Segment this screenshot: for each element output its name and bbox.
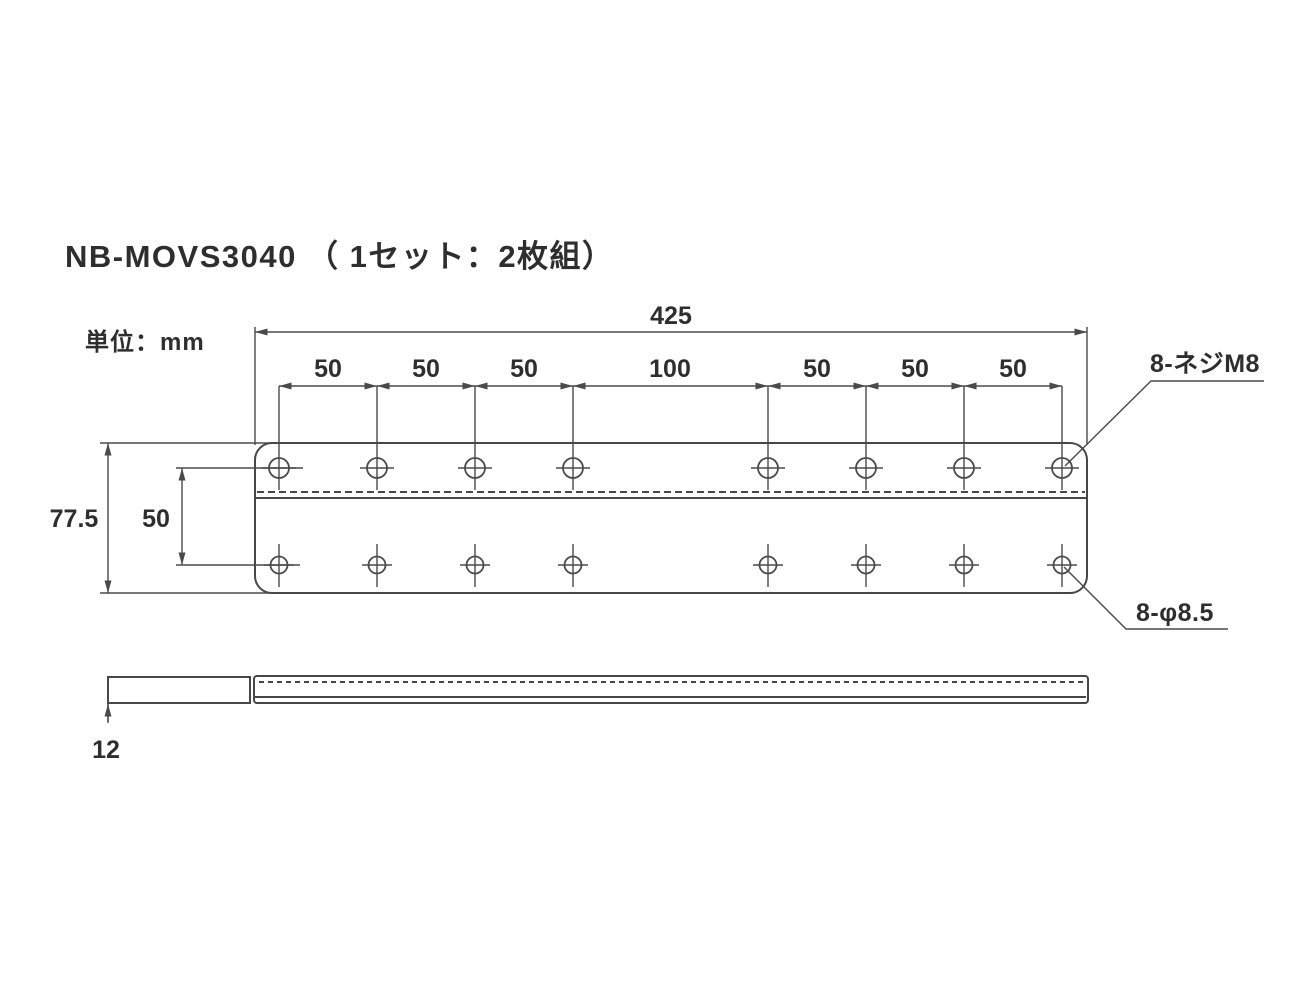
screw-hole-marker (849, 386, 883, 490)
through-hole-marker (1047, 544, 1077, 587)
callout-screw-m8: 8-ネジM8 (1150, 350, 1260, 378)
screw-hole-marker (360, 386, 394, 490)
dim-label-overall-height: 77.5 (50, 505, 99, 533)
through-hole-marker (753, 544, 783, 587)
dim-label-thickness: 12 (92, 736, 120, 764)
dim-label-spacing: 50 (999, 355, 1027, 383)
dim-label-spacing: 50 (510, 355, 538, 383)
side-view-plate-body (253, 675, 1089, 704)
through-hole-marker (362, 544, 392, 587)
through-hole-marker (558, 544, 588, 587)
dim-label-spacing: 50 (412, 355, 440, 383)
through-hole-marker (460, 544, 490, 587)
top-view (254, 386, 1088, 594)
through-hole-marker (949, 544, 979, 587)
dim-label-row-spacing: 50 (142, 505, 170, 533)
screw-hole-marker (947, 386, 981, 490)
dim-label-spacing: 50 (314, 355, 342, 383)
dim-label-spacing: 100 (649, 355, 691, 383)
leader-screw-m8: 8-ネジM8 (1064, 350, 1264, 467)
screw-hole-marker (1045, 386, 1079, 490)
screw-hole-marker (556, 386, 590, 490)
leader-through-hole: 8-φ8.5 (1063, 566, 1228, 630)
dim-label-spacing: 50 (803, 355, 831, 383)
dim-label-spacing: 50 (901, 355, 929, 383)
dim-overall-width (254, 327, 1088, 445)
dim-row-spacing (176, 467, 303, 566)
leader-line (1063, 566, 1228, 630)
unit-label: 単位：mm (85, 328, 205, 356)
screw-hole-marker (751, 386, 785, 490)
screw-hole-marker (458, 386, 492, 490)
leader-line (1064, 380, 1264, 467)
dim-label-overall-width: 425 (650, 302, 692, 330)
through-hole-marker (851, 544, 881, 587)
side-view-plate-end (107, 676, 251, 704)
dim-overall-height (100, 442, 275, 594)
callout-through-hole: 8-φ8.5 (1136, 599, 1214, 627)
plate-outline (254, 442, 1088, 594)
side-view (107, 675, 1089, 704)
drawing-title: NB-MOVS3040 （ 1セット：2枚組） (65, 239, 615, 274)
